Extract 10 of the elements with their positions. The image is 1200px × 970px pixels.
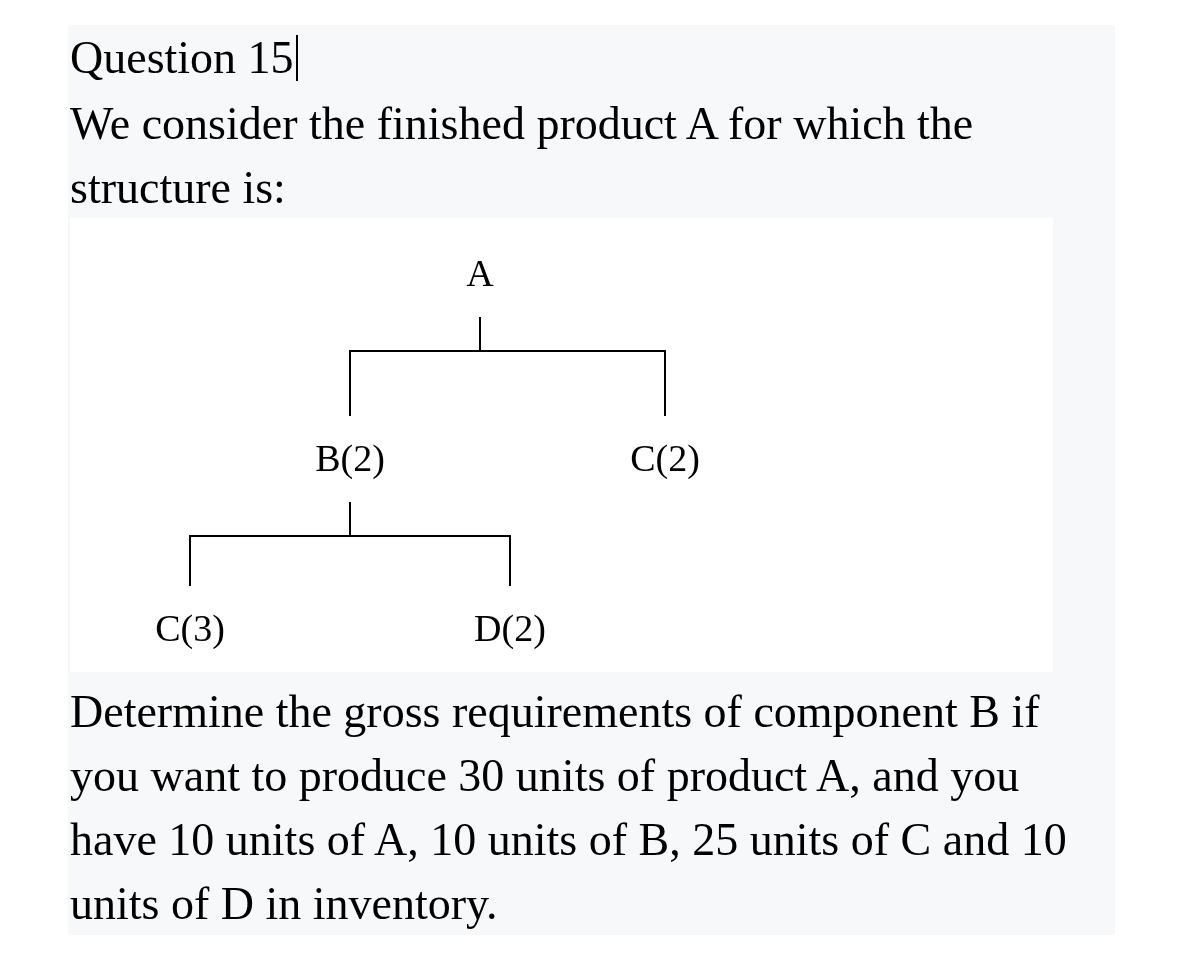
question-text: Determine the gross requirements of component B if you want to produce 30 units of product A, and you have 10 units of A, 10 units of B, 25 units of C and 10 units of D in inventory. — [70, 685, 1068, 931]
component-label: A — [466, 251, 494, 295]
component-label: C(3) — [155, 606, 225, 650]
component-label: C(2) — [630, 436, 700, 480]
component-label: B(2) — [315, 436, 385, 480]
question-text: We consider the finished product A for which the structure is: — [70, 97, 975, 215]
tree-connector — [349, 501, 511, 587]
component-label: D(2) — [474, 606, 546, 650]
question-title: Question 15 — [70, 31, 294, 85]
tree-connector — [479, 316, 666, 417]
